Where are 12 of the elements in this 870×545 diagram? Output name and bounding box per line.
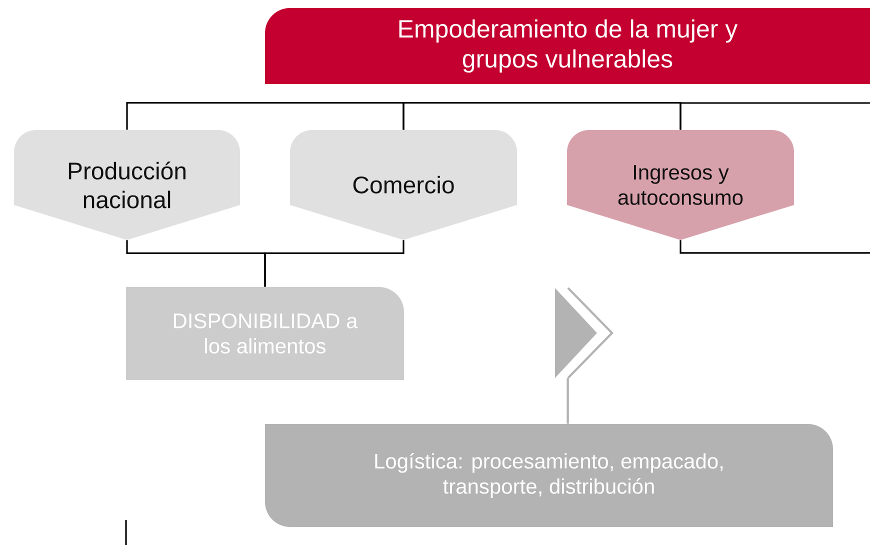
title-banner: Empoderamiento de la mujer y grupos vulnerables <box>265 8 870 84</box>
chevron-shape <box>555 287 614 379</box>
connector-line <box>126 102 404 130</box>
connector-line <box>402 102 682 130</box>
category-box: Ingresos y autoconsumo <box>567 130 794 240</box>
connector-line <box>680 240 870 254</box>
process-box: Logística: procesamiento, empacado, transporte, distribución <box>265 424 833 527</box>
category-box: Comercio <box>290 130 517 240</box>
connector-line <box>566 378 569 424</box>
connector-line <box>680 102 870 130</box>
category-box: Producción nacional <box>14 130 240 240</box>
connector-line <box>264 240 404 287</box>
